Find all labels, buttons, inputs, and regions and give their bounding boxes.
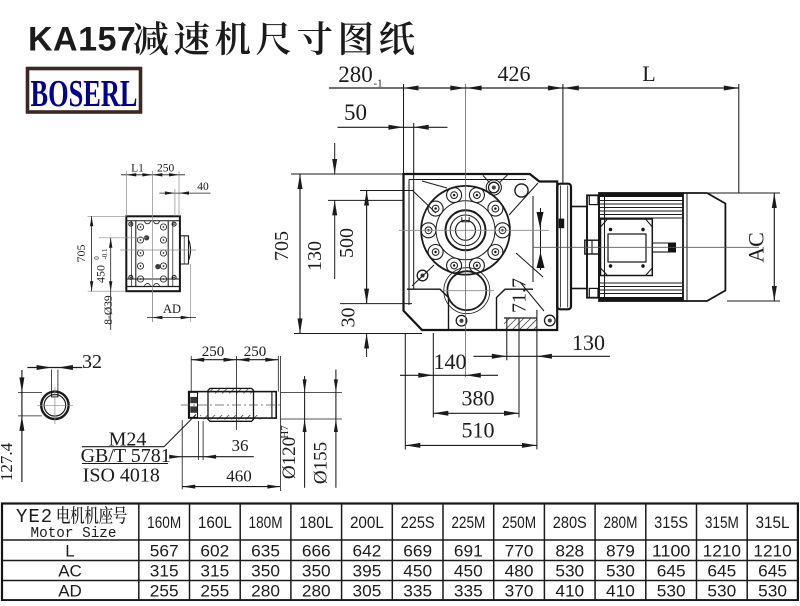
svg-text:705: 705: [271, 231, 293, 261]
svg-text:280M: 280M: [603, 513, 637, 532]
svg-text:200L: 200L: [350, 513, 384, 532]
svg-text:530: 530: [555, 562, 584, 581]
svg-text:530: 530: [657, 581, 686, 600]
svg-text:602: 602: [200, 542, 229, 561]
svg-text:645: 645: [707, 562, 736, 581]
svg-text:250: 250: [202, 344, 225, 360]
svg-text:315L: 315L: [756, 513, 790, 532]
svg-text:635: 635: [251, 542, 280, 561]
svg-text:H7: H7: [279, 425, 291, 439]
svg-text:691: 691: [454, 542, 483, 561]
svg-text:AC: AC: [744, 232, 769, 263]
svg-text:140: 140: [434, 349, 467, 374]
svg-text:32: 32: [82, 351, 102, 373]
svg-text:ISO 4018: ISO 4018: [83, 465, 160, 487]
svg-text:370: 370: [505, 581, 534, 600]
svg-text:1210: 1210: [753, 542, 791, 561]
svg-text:-1: -1: [374, 78, 383, 90]
svg-text:315M: 315M: [705, 513, 739, 532]
svg-text:642: 642: [353, 542, 382, 561]
svg-text:500: 500: [336, 228, 358, 258]
svg-text:40: 40: [197, 181, 209, 193]
svg-text:BOSERL: BOSERL: [31, 73, 138, 115]
svg-text:770: 770: [505, 542, 534, 561]
svg-text:AC: AC: [58, 562, 82, 581]
svg-text:666: 666: [302, 542, 331, 561]
svg-text:8-Ø39: 8-Ø39: [103, 295, 115, 325]
svg-text:450: 450: [454, 562, 483, 581]
svg-text:180L: 180L: [299, 513, 333, 532]
svg-text:M24: M24: [109, 429, 147, 451]
svg-text:510: 510: [462, 418, 495, 443]
svg-text:280: 280: [338, 62, 373, 87]
svg-text:250M: 250M: [502, 513, 536, 532]
svg-text:426: 426: [498, 61, 531, 86]
svg-text:160L: 160L: [198, 513, 232, 532]
svg-text:Motor Size: Motor Size: [31, 526, 117, 542]
svg-text:L: L: [65, 542, 74, 561]
svg-text:530: 530: [758, 581, 787, 600]
svg-text:130: 130: [572, 330, 605, 355]
svg-text:280S: 280S: [553, 513, 587, 532]
svg-text:350: 350: [251, 562, 280, 581]
svg-text:50: 50: [344, 100, 367, 125]
svg-text:315: 315: [200, 562, 229, 581]
svg-text:335: 335: [454, 581, 483, 600]
svg-text:180M: 180M: [249, 513, 283, 532]
svg-text:828: 828: [555, 542, 584, 561]
svg-text:335: 335: [403, 581, 432, 600]
svg-text:L1: L1: [131, 163, 144, 175]
svg-text:250: 250: [157, 163, 175, 175]
svg-text:Ø155: Ø155: [311, 442, 332, 484]
svg-text:669: 669: [403, 542, 432, 561]
svg-text:KA157: KA157: [28, 21, 136, 59]
svg-text:879: 879: [606, 542, 635, 561]
svg-text:460: 460: [226, 467, 252, 486]
svg-text:30: 30: [338, 308, 360, 328]
svg-text:AD: AD: [163, 302, 181, 316]
svg-text:480: 480: [505, 562, 534, 581]
svg-text:645: 645: [758, 562, 787, 581]
svg-text:530: 530: [606, 562, 635, 581]
svg-text:0: 0: [93, 256, 101, 260]
svg-text:250: 250: [244, 344, 267, 360]
svg-text:645: 645: [657, 562, 686, 581]
svg-text:127.4: 127.4: [0, 442, 16, 481]
svg-text:450: 450: [94, 265, 108, 283]
svg-text:315S: 315S: [654, 513, 688, 532]
svg-text:530: 530: [707, 581, 736, 600]
svg-text:705: 705: [74, 245, 88, 263]
svg-text:1100: 1100: [652, 542, 690, 561]
svg-text:280: 280: [251, 581, 280, 600]
svg-text:AD: AD: [58, 581, 82, 600]
svg-text:305: 305: [353, 581, 382, 600]
svg-text:-0.1: -0.1: [101, 248, 109, 260]
svg-text:350: 350: [302, 562, 331, 581]
svg-text:255: 255: [150, 581, 179, 600]
svg-text:71.7: 71.7: [509, 278, 531, 313]
svg-text:225S: 225S: [401, 513, 435, 532]
svg-text:L: L: [642, 61, 655, 86]
svg-text:410: 410: [555, 581, 584, 600]
svg-text:130: 130: [304, 241, 326, 271]
svg-text:567: 567: [150, 542, 179, 561]
svg-text:160M: 160M: [147, 513, 181, 532]
svg-text:315: 315: [150, 562, 179, 581]
svg-text:YE2: YE2: [16, 506, 53, 528]
svg-text:450: 450: [403, 562, 432, 581]
svg-text:36: 36: [232, 436, 249, 455]
svg-text:1210: 1210: [703, 542, 741, 561]
svg-text:Ø120: Ø120: [279, 437, 300, 479]
svg-text:280: 280: [302, 581, 331, 600]
svg-text:395: 395: [353, 562, 382, 581]
svg-text:225M: 225M: [451, 513, 485, 532]
svg-text:255: 255: [200, 581, 229, 600]
svg-text:380: 380: [462, 386, 495, 411]
svg-text:410: 410: [606, 581, 635, 600]
svg-text:GB/T 5781: GB/T 5781: [81, 445, 171, 467]
